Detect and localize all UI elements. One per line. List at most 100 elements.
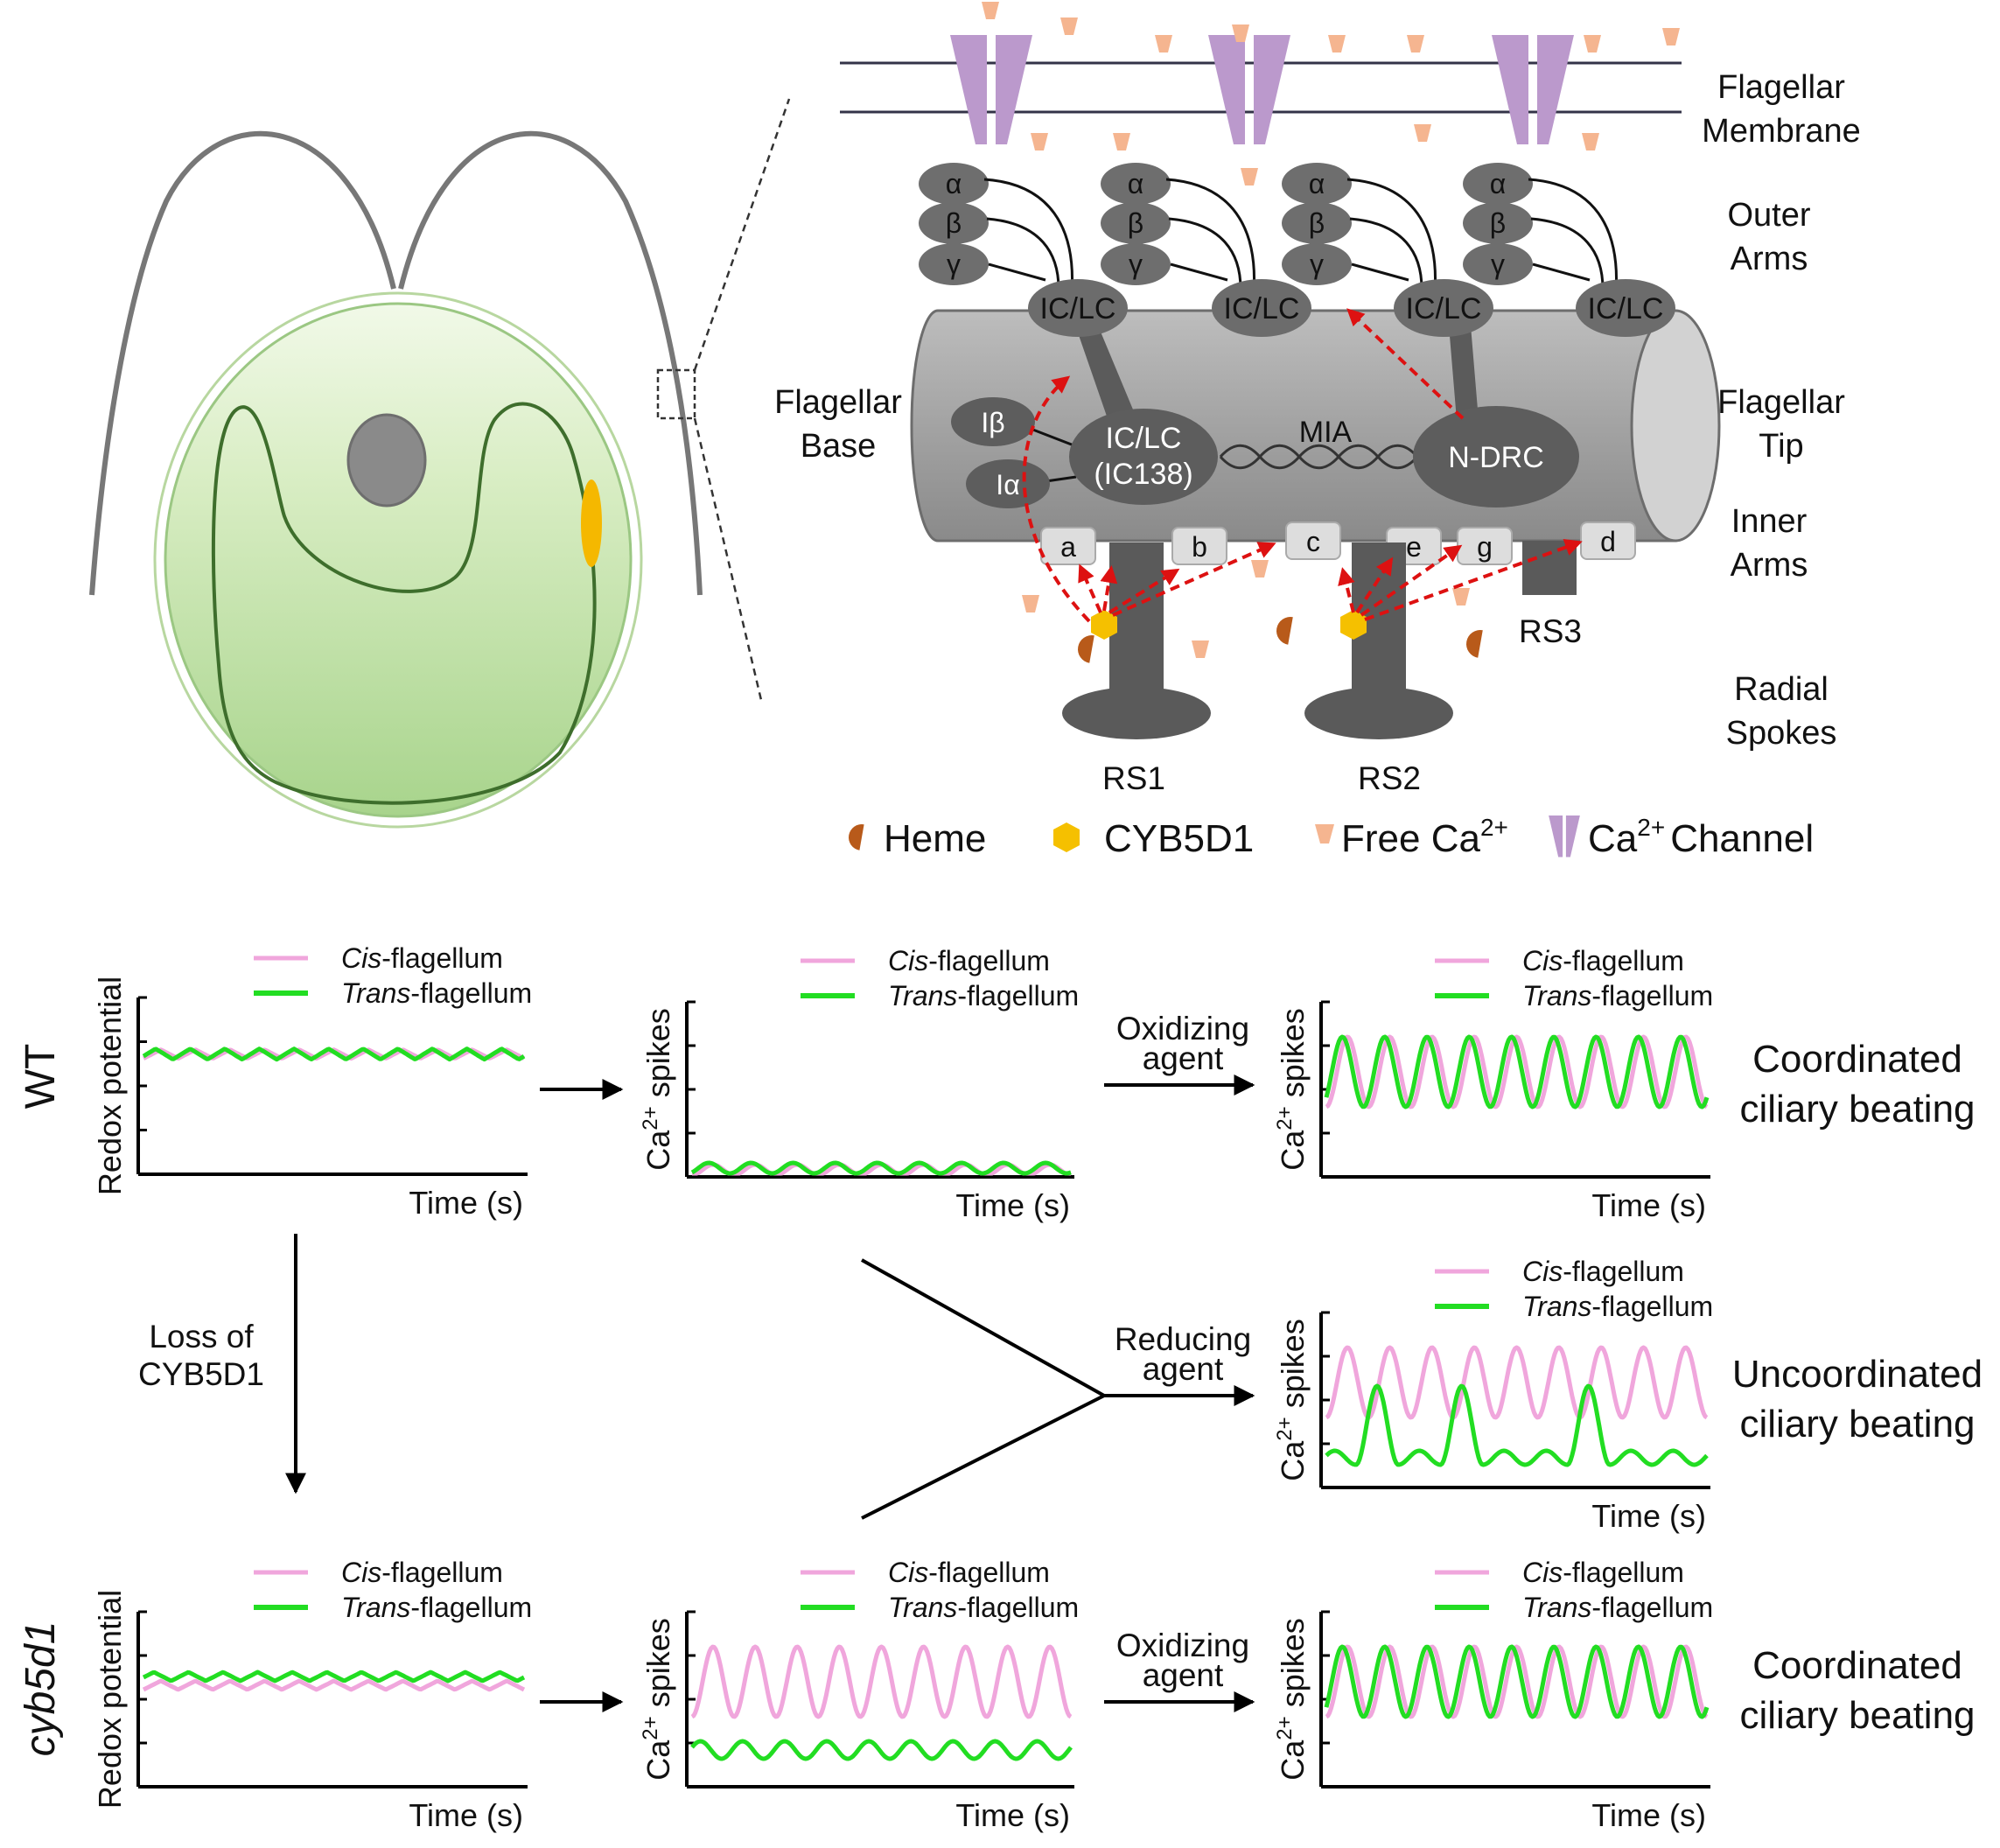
loss-label-line2: CYB5D1 xyxy=(138,1356,264,1392)
outer-arms-label-line1: Outer xyxy=(1727,197,1810,234)
iclc-label: IC/LC xyxy=(1588,292,1664,326)
y-axis-label: Ca2+ spikes xyxy=(1273,1319,1311,1480)
membrane-label-line1: Flagellar xyxy=(1717,69,1845,106)
legend-cis-label: Cis-flagellum xyxy=(1522,1256,1684,1287)
inner-arm-a: a xyxy=(1060,531,1076,563)
free-ca-ions xyxy=(982,2,1680,658)
x-axis-label: Time (s) xyxy=(1591,1498,1706,1534)
trans-flagellum-curve xyxy=(1324,1034,1710,1110)
cyb5d1-hexagon xyxy=(1340,610,1367,640)
y-axis-label: Ca2+ spikes xyxy=(639,1008,676,1170)
x-axis-label: Time (s) xyxy=(955,1187,1070,1223)
heme-legend-icon xyxy=(849,824,864,850)
cyb5d1-hexagon xyxy=(1091,610,1117,640)
inner-arm-c: c xyxy=(1306,526,1320,557)
ic138-label-line2: (IC138) xyxy=(1094,458,1192,491)
mia-linker xyxy=(1219,444,1419,470)
trans-flagellum-curve xyxy=(142,1046,526,1062)
ca-channel xyxy=(1208,35,1290,144)
iclc-node xyxy=(1394,279,1493,337)
cis-flagellum-curve xyxy=(1325,1034,1709,1110)
beta-chain-4: β xyxy=(1490,207,1506,239)
radial-spokes-label-line2: Spokes xyxy=(1726,715,1837,752)
oxidizing-label-2-line1: Oxidizing xyxy=(1116,1628,1249,1663)
axoneme-diagram: α β γ α β γ α β γ α β γ xyxy=(774,2,1861,860)
rs1-label: RS1 xyxy=(1102,760,1165,796)
reducing-branch-lower xyxy=(861,1394,1105,1520)
inner-arm-d: d xyxy=(1600,526,1616,557)
free-ca-legend-icon xyxy=(1315,824,1334,844)
gamma-chain-2: γ xyxy=(1129,248,1143,280)
legend-cis-label: Cis-flagellum xyxy=(341,1557,503,1588)
ndrc-protein xyxy=(1413,406,1579,508)
legend-trans-label: Trans-flagellum xyxy=(341,977,532,1009)
uncoordinated-line1: Uncoordinated xyxy=(1732,1353,1983,1396)
wt-redox-plot: Time (s)Redox potentialCis-flagellumTran… xyxy=(92,942,532,1221)
uncoordinated-line2: ciliary beating xyxy=(1739,1403,1975,1446)
radial-spokes-label-line1: Radial xyxy=(1734,671,1829,708)
gamma-chain-3: γ xyxy=(1310,248,1324,280)
cyb5d1-ca-baseline-plot: Time (s)Ca2+ spikesCis-flagellumTrans-fl… xyxy=(639,1557,1079,1833)
trans-flagellum-curve xyxy=(1325,1383,1709,1467)
trans-flagellum-curve xyxy=(690,1160,1072,1176)
trans-flagellum-curve xyxy=(142,1670,526,1684)
iclc-label: IC/LC xyxy=(1406,292,1482,326)
ca-channel-legend-icon xyxy=(1549,816,1580,858)
cyb5d1-mutant-label: cyb5d1 xyxy=(17,1621,64,1757)
wt-ca-baseline-plot: Time (s) Ca2+ spikes Cis-flagellumTrans-fl… xyxy=(639,945,1079,1223)
reducing-label-line1: Reducing xyxy=(1115,1321,1251,1357)
legend-trans-label: Trans-flagellum xyxy=(888,1592,1079,1623)
legend-cis-label: Cis-flagellum xyxy=(1522,1557,1684,1588)
free-ca-legend-label: Free Ca2+ xyxy=(1341,814,1508,860)
ic138-protein xyxy=(1069,409,1218,505)
tip-label-line2: Tip xyxy=(1759,428,1803,465)
loss-label-line1: Loss of xyxy=(149,1319,254,1354)
ca-channel xyxy=(950,35,1032,144)
ca-channel xyxy=(1492,35,1574,144)
iclc-label: IC/LC xyxy=(1040,292,1116,326)
coordinated-1-line1: Coordinated xyxy=(1752,1038,1962,1081)
ic138-label-line1: IC/LC xyxy=(1106,422,1182,455)
legend-cis-label: Cis-flagellum xyxy=(888,1557,1050,1588)
legend-trans-label: Trans-flagellum xyxy=(1522,1592,1713,1623)
cyb5d1-ca-oxidized-plot: Time (s) Ca2+ spikes Cis-flagellumTrans-fl… xyxy=(1273,1557,1713,1833)
heme-molecules xyxy=(1078,617,1483,663)
rs3-label: RS3 xyxy=(1519,613,1582,649)
flow-labels: WT cyb5d1 Loss of CYB5D1 Oxidizing agent… xyxy=(17,1011,1983,1756)
legend-cis-label: Cis-flagellum xyxy=(888,945,1050,976)
rs2-label: RS2 xyxy=(1358,760,1421,796)
axoneme-tip-cap xyxy=(1630,309,1721,542)
iclc-node xyxy=(1028,279,1128,337)
tip-label-line1: Flagellar xyxy=(1717,384,1845,421)
gamma-chain-1: γ xyxy=(947,248,961,280)
y-axis-label: Ca2+ spikes xyxy=(1273,1618,1311,1780)
eyespot xyxy=(581,480,602,567)
right-flagellum xyxy=(398,130,703,596)
inner-arms-label-line2: Arms xyxy=(1731,547,1808,584)
cis-flagellum-curve xyxy=(1325,1644,1709,1719)
y-axis-label: Redox potential xyxy=(92,1590,128,1809)
ibeta-protein xyxy=(951,397,1035,446)
signal-plots: Time (s)Redox potentialCis-flagellumTran… xyxy=(92,942,1713,1833)
inner-arm-e: e xyxy=(1406,531,1422,563)
beta-chain-1: β xyxy=(946,207,962,239)
legend-trans-label: Trans-flagellum xyxy=(1522,980,1713,1012)
cis-flagellum-curve xyxy=(1325,1345,1709,1420)
legend-cis-label: Cis-flagellum xyxy=(341,942,503,974)
ialpha-protein xyxy=(966,459,1050,508)
outer-arms-label-line2: Arms xyxy=(1731,241,1808,277)
legend-trans-label: Trans-flagellum xyxy=(888,980,1079,1012)
x-axis-label: Time (s) xyxy=(1591,1797,1706,1833)
ialpha-label: Iα xyxy=(996,469,1019,500)
oxidizing-label-2-line2: agent xyxy=(1143,1657,1224,1693)
reducing-branch-upper xyxy=(861,1258,1105,1397)
trans-flagellum-curve xyxy=(1324,1644,1710,1719)
red-dashed-arrows xyxy=(1022,308,1583,623)
x-axis-label: Time (s) xyxy=(409,1797,523,1833)
cyb5d1-legend-label: CYB5D1 xyxy=(1104,817,1254,860)
ndrc-label: N-DRC xyxy=(1448,441,1544,474)
ca-channel-legend-label: Ca2+Channel xyxy=(1588,814,1814,860)
membrane-label-line2: Membrane xyxy=(1702,113,1861,150)
reducing-label-line2: agent xyxy=(1143,1351,1224,1387)
